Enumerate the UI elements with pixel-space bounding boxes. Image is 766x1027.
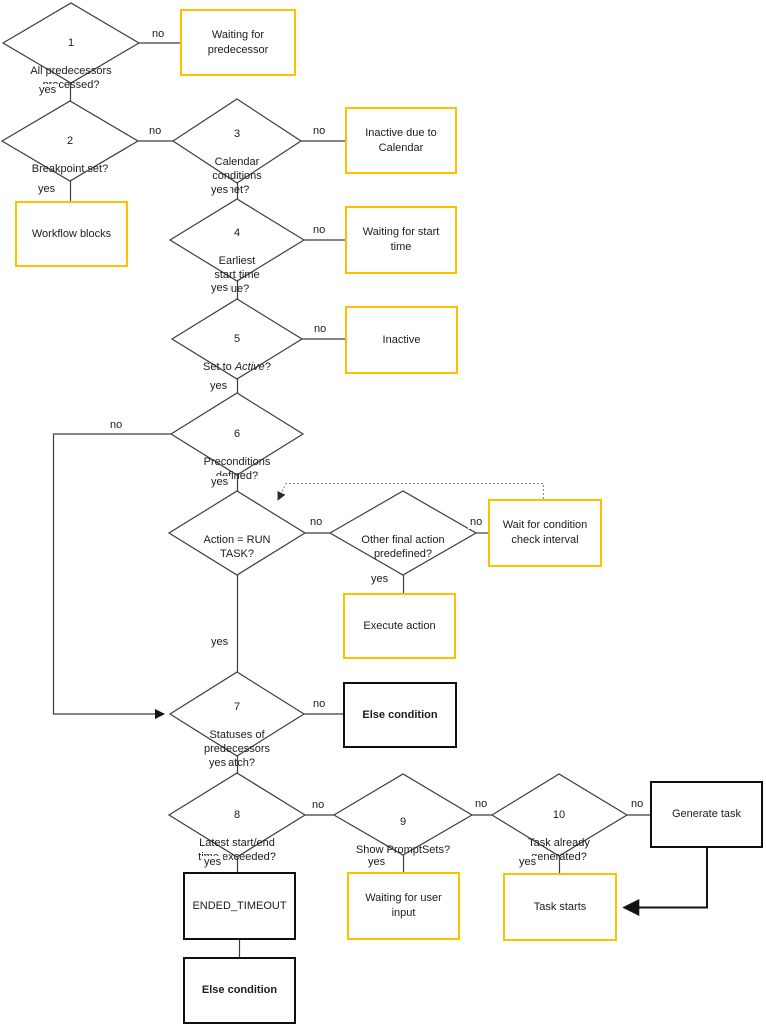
box-inactive-label: Inactive — [382, 333, 421, 346]
box-generate-task-label: Generate task — [671, 808, 742, 820]
edge-waitcondition-feedback — [277, 482, 545, 501]
edge-d6-no-loop — [52, 433, 171, 720]
box-else-condition-2-label: Else condition — [201, 984, 278, 996]
box-task-starts-label: Task starts — [533, 900, 587, 913]
box-waiting-for-user-input: Waiting for user input — [347, 872, 460, 940]
box-inactive: Inactive — [345, 306, 458, 374]
box-workflow-blocks: Workflow blocks — [15, 201, 128, 267]
edge-generate-taskstarts — [622, 848, 708, 916]
box-ended-timeout: ENDED_TIMEOUT — [183, 872, 296, 940]
box-ended-timeout-label: ENDED_TIMEOUT — [192, 899, 287, 912]
box-workflow-blocks-label: Workflow blocks — [31, 227, 112, 240]
box-waiting-for-user-input-label: Waiting for user input — [365, 892, 442, 919]
diamond-9-show-promptsets — [332, 773, 474, 856]
diamond-1-all-predecessors-processed — [1, 2, 141, 84]
box-waiting-for-start-time-label: Waiting for start time — [362, 226, 440, 253]
box-generate-task: Generate task — [650, 781, 763, 848]
diamond-5-set-to-active — [170, 298, 304, 380]
box-waiting-for-predecessor-label: Waiting for predecessor — [207, 28, 269, 56]
diamond-10-task-already-generated — [490, 773, 629, 857]
box-execute-action-label: Execute action — [363, 619, 436, 632]
box-waiting-for-predecessor: Waiting for predecessor — [180, 9, 296, 76]
diamond-4-earliest-start-time-due — [168, 198, 306, 282]
box-else-condition-1-label: Else condition — [362, 708, 438, 721]
diamond-2-breakpoint-set — [0, 100, 140, 182]
diamond-7-statuses-of-predecessors-match — [168, 671, 306, 757]
box-else-condition-2: Else condition — [183, 957, 296, 1024]
box-wait-for-condition-check-interval: Wait for condition check interval — [488, 499, 602, 567]
diamond-6-preconditions-defined — [169, 392, 305, 476]
diamond-other-final-action-predefined — [328, 490, 478, 576]
box-wait-for-condition-check-interval-label: Wait for condition check interval — [502, 519, 588, 546]
box-else-condition-1: Else condition — [343, 682, 457, 748]
box-waiting-for-start-time: Waiting for start time — [345, 206, 457, 274]
diamond-action-run-task — [167, 490, 307, 576]
box-task-starts: Task starts — [503, 873, 617, 941]
box-execute-action: Execute action — [343, 593, 456, 659]
diamond-3-calendar-conditions-met — [171, 98, 303, 184]
box-inactive-due-to-calendar: Inactive due to Calendar — [345, 107, 457, 174]
diamond-8-latest-start-end-time-exceeded — [167, 772, 307, 858]
box-inactive-due-to-calendar-label: Inactive due to Calendar — [365, 126, 437, 154]
